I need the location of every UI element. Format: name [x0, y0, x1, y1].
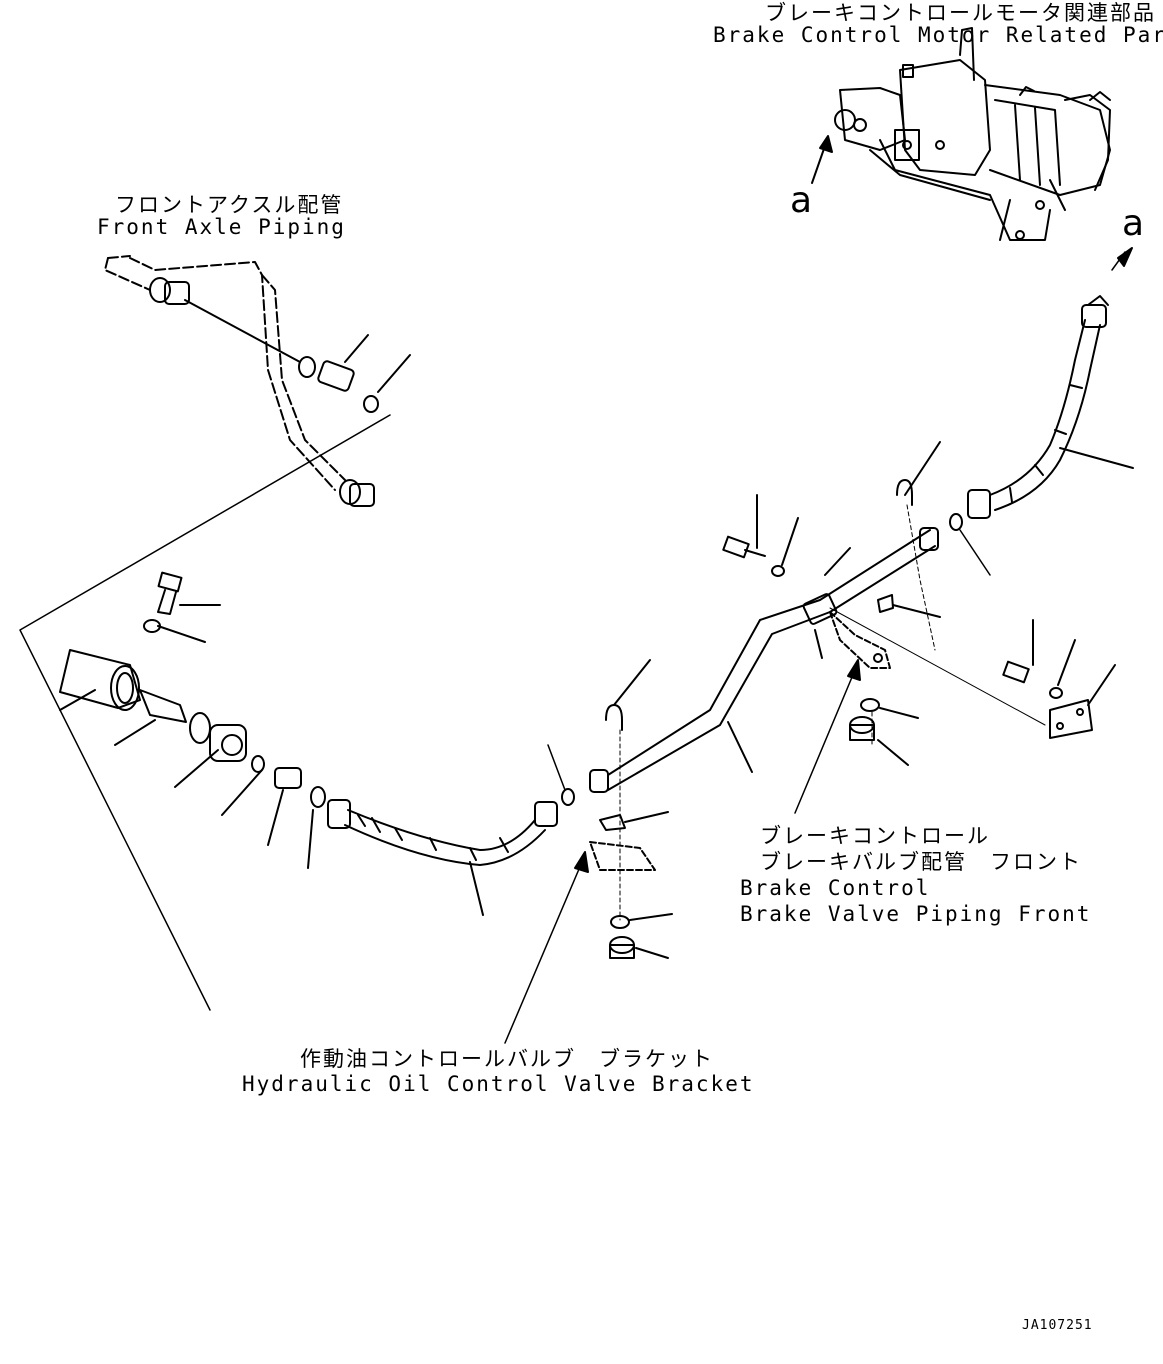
hyd-bracket-label-jp: 作動油コントロールバルブ ブラケット: [300, 1047, 714, 1071]
brake-valve-label-en1: Brake Control: [740, 876, 931, 900]
hyd-bracket-label-en: Hydraulic Oil Control Valve Bracket: [242, 1072, 755, 1096]
ref-mark-a-right: a: [1122, 203, 1145, 244]
fasteners-bracket-right: [849, 698, 919, 766]
leader-brake-valve: [794, 669, 856, 814]
ref-mark-a-left: a: [790, 180, 813, 221]
hose-left: [327, 799, 558, 916]
fasteners-top: [722, 441, 1116, 739]
front-axle-piping: [104, 255, 346, 491]
front-axle-label-en: Front Axle Piping: [97, 215, 346, 239]
pipe-clamp-bracket: [802, 547, 941, 669]
front-axle-fittings: [149, 277, 411, 507]
front-axle-label-jp: フロントアクスル配管: [115, 193, 344, 217]
leader-hyd-bracket: [504, 861, 583, 1044]
o-ring: [561, 788, 575, 806]
brake-valve-label-en2: Brake Valve Piping Front: [740, 902, 1092, 926]
drawing-code: JA107251: [1022, 1318, 1093, 1333]
brake-valve-label-jp2: ブレーキバルブ配管 フロント: [760, 850, 1082, 874]
brake-motor-label-jp: ブレーキコントロールモータ関連部品: [765, 1, 1156, 25]
leader-axle-to-valve: [19, 414, 391, 1011]
brake-valve-label-jp1: ブレーキコントロール: [760, 824, 990, 848]
brake-control-motor: [834, 27, 1111, 241]
brake-motor-label-en: Brake Control Motor Related Parts: [713, 23, 1163, 47]
hose-right: [967, 295, 1134, 519]
fasteners-middle: [589, 659, 673, 959]
o-ring-right: [949, 513, 963, 531]
brake-valve-pipe: [589, 527, 939, 793]
valve-assembly-left: [59, 571, 326, 869]
